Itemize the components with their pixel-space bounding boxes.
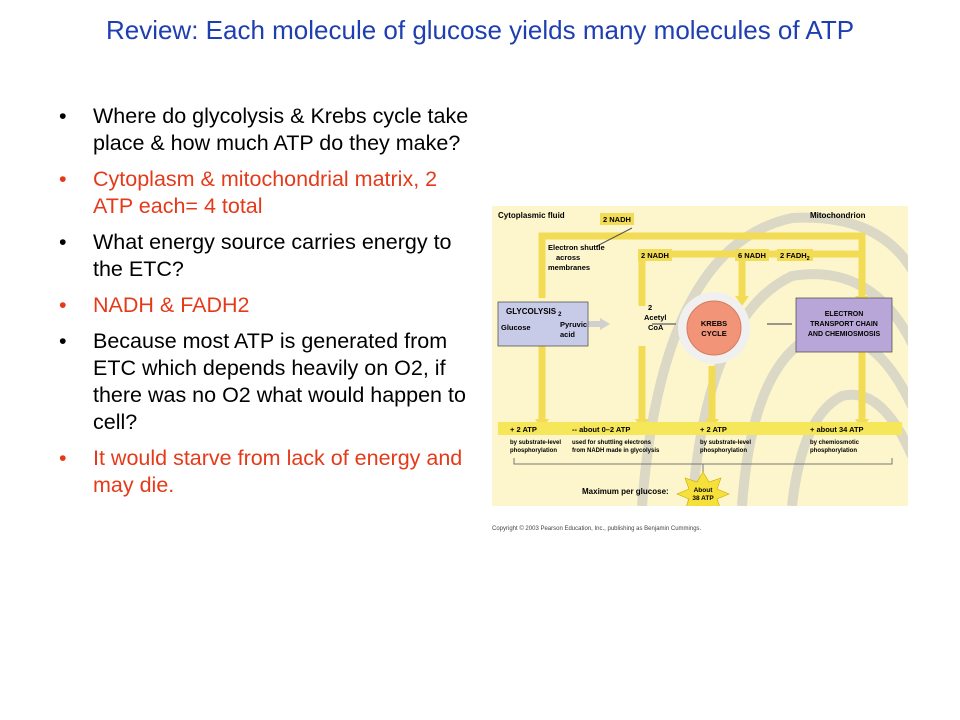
atp-desc-etc-1: by chemiosmotic bbox=[810, 440, 860, 446]
bullet-question: Where do glycolysis & Krebs cycle take p… bbox=[55, 103, 475, 157]
cytoplasmic-fluid-label: Cytoplasmic fluid bbox=[498, 211, 565, 220]
bullet-list: Where do glycolysis & Krebs cycle take p… bbox=[55, 103, 475, 508]
about-line1: About bbox=[694, 487, 714, 494]
krebs-circle bbox=[686, 300, 742, 356]
nadh-six-box bbox=[735, 249, 769, 261]
etc-line2: TRANSPORT CHAIN bbox=[810, 321, 878, 328]
pathway-arrows bbox=[538, 232, 866, 421]
atp-desc-shuttle-1: used for shuttling electrons bbox=[572, 440, 652, 446]
electron-shuttle-line3: membranes bbox=[548, 263, 590, 272]
atp-desc-krebs-2: phosphorylation bbox=[700, 448, 747, 454]
acetyl-line2: Acetyl bbox=[644, 313, 667, 322]
maximum-label: Maximum per glucose: bbox=[582, 487, 669, 496]
slide-title: Review: Each molecule of glucose yields … bbox=[105, 15, 855, 45]
bullet-question: Because most ATP is generated from ETC w… bbox=[55, 328, 475, 436]
glucose-arrow-head bbox=[600, 318, 610, 330]
atp-label-shuttle: -- about 0–2 ATP bbox=[572, 425, 630, 434]
fadh-box bbox=[777, 249, 813, 261]
nadh-six-label: 6 NADH bbox=[738, 251, 766, 260]
atp-yield-diagram-svg: Cytoplasmic fluid Mitochondrion 2 NADH 2… bbox=[492, 206, 908, 506]
etc-line1: ELECTRON bbox=[825, 311, 864, 318]
glycolysis-subscript: 2 bbox=[558, 312, 562, 318]
atp-label-etc: + about 34 ATP bbox=[810, 425, 864, 434]
figure-copyright: Copyright © 2003 Pearson Education, Inc.… bbox=[492, 526, 702, 532]
nadh-top-box bbox=[600, 213, 634, 225]
nadh-mid-label: 2 NADH bbox=[641, 251, 669, 260]
fadh-text: 2 FADH bbox=[780, 251, 807, 260]
etc-box bbox=[795, 297, 893, 353]
bullet-answer: NADH & FADH2 bbox=[55, 292, 475, 319]
glycolysis-box bbox=[497, 301, 589, 347]
atp-row-band bbox=[498, 422, 902, 435]
fadh-subscript: 2 bbox=[807, 256, 810, 262]
bullet-answer: Cytoplasm & mitochondrial matrix, 2 ATP … bbox=[55, 166, 475, 220]
glycolysis-text: GLYCOLYSIS bbox=[506, 307, 557, 316]
atp-label-krebs: + 2 ATP bbox=[700, 425, 727, 434]
krebs-line2: CYCLE bbox=[701, 329, 726, 338]
bullet-question: What energy source carries energy to the… bbox=[55, 229, 475, 283]
glucose-label: Glucose bbox=[501, 323, 531, 332]
atp-yield-diagram: Cytoplasmic fluid Mitochondrion 2 NADH 2… bbox=[492, 206, 908, 506]
pyruvic-line1: Pyruvic bbox=[560, 320, 587, 329]
shuttle-pointer bbox=[596, 227, 633, 247]
mitochondrion-label: Mitochondrion bbox=[810, 211, 866, 220]
pyruvic-line2: acid bbox=[560, 330, 575, 339]
atp-desc-etc-2: phosphorylation bbox=[810, 448, 857, 454]
acetyl-line3: CoA bbox=[648, 323, 664, 332]
atp-desc-glycolysis-1: by substrate-level bbox=[510, 440, 561, 446]
atp-label-glycolysis: + 2 ATP bbox=[510, 425, 537, 434]
nadh-top-label: 2 NADH bbox=[603, 215, 631, 224]
atp-desc-shuttle-2: from NADH made in glycolysis bbox=[572, 448, 660, 454]
bullet-answer: It would starve from lack of energy and … bbox=[55, 445, 475, 499]
electron-shuttle-line1: Electron shuttle bbox=[548, 243, 605, 252]
etc-line3: AND CHEMIOSMOSIS bbox=[808, 331, 881, 338]
about-line2: 38 ATP bbox=[692, 495, 714, 502]
about-38-atp-starburst bbox=[676, 471, 730, 506]
atp-desc-krebs-1: by substrate-level bbox=[700, 440, 751, 446]
acetyl-line1: 2 bbox=[648, 303, 652, 312]
krebs-line1: KREBS bbox=[701, 319, 727, 328]
nadh-mid-box bbox=[638, 249, 672, 261]
fadh-label: 2 FADH2 bbox=[780, 251, 810, 262]
atp-desc-glycolysis-2: phosphorylation bbox=[510, 448, 557, 454]
electron-shuttle-line2: across bbox=[556, 253, 580, 262]
